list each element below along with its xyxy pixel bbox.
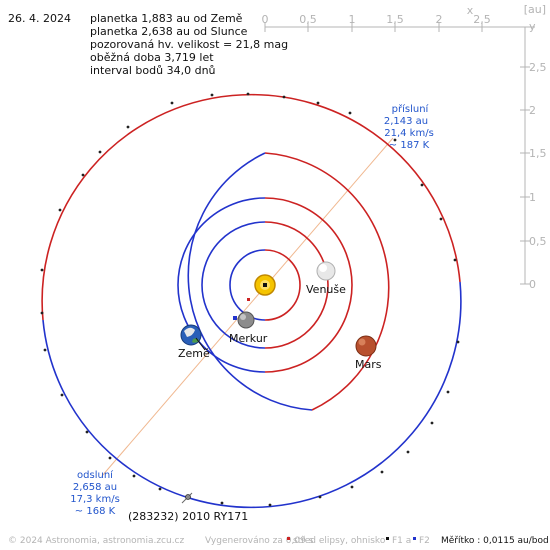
y-tick-label: 0 — [529, 278, 536, 291]
x-tick-label: 2 — [436, 13, 443, 26]
venus-label: Venuše — [306, 283, 346, 296]
mercury-label: Merkur — [229, 332, 268, 345]
y-tick-label: 0,5 — [529, 235, 547, 248]
date-label: 26. 4. 2024 — [8, 12, 71, 25]
copyright-text: © 2024 Astronomia, astronomia.zcu.cz — [8, 536, 185, 546]
info-line: interval bodů 34,0 dnů — [90, 64, 216, 77]
asteroid-orbit — [41, 93, 461, 321]
y-tick-label: 1,5 — [529, 147, 547, 160]
y-tick-label: 2 — [529, 104, 536, 117]
legend-f2-swatch — [413, 537, 416, 540]
mars-orbit — [264, 152, 390, 411]
perihelion-temperature: ~ 187 K — [389, 140, 430, 151]
y-axis-label: y — [529, 20, 536, 33]
legend-f2-label: F2 — [419, 536, 430, 546]
mercury-icon — [237, 311, 255, 329]
generated-time: Vygenerováno za 0,09 s — [205, 536, 314, 546]
x-tick-label: 1,5 — [386, 13, 404, 26]
info-line: planetka 2,638 au od Slunce — [90, 25, 248, 38]
ellipse-center-marker — [247, 298, 250, 301]
mercury-orbit — [264, 249, 301, 321]
sun-icon — [254, 274, 276, 296]
info-line: planetka 1,883 au od Země — [90, 12, 243, 25]
aphelion-label: odsluní — [77, 469, 114, 481]
y-axis — [520, 27, 530, 285]
legend-f1-label: F1 a — [392, 536, 411, 546]
earth-asteroid-link — [195, 337, 206, 351]
earth-label: Země — [178, 347, 210, 360]
venus-orbit-back — [201, 221, 266, 349]
unit-label: [au] — [524, 3, 546, 16]
earth-orbit — [264, 197, 353, 373]
venus-orbit — [264, 221, 329, 349]
x-axis-label: x — [467, 4, 474, 17]
aphelion-distance: 2,658 au — [73, 482, 117, 493]
aphelion-speed: 17,3 km/s — [70, 494, 120, 505]
asteroid-orbit-back — [42, 281, 462, 509]
legend-center-swatch — [287, 537, 290, 540]
legend-center-label: střed elipsy, ohnisko — [293, 536, 386, 546]
earth-orbit-back — [177, 197, 266, 373]
info-line: oběžná doba 3,719 let — [90, 51, 214, 64]
perihelion-label: přísluní — [392, 103, 430, 115]
perihelion-speed: 21,4 km/s — [384, 128, 434, 139]
y-tick-label: 1 — [529, 191, 536, 204]
focus-f2-marker — [233, 316, 237, 320]
y-tick-label: 2,5 — [529, 61, 547, 74]
scale-label: Měřítko : 0,0115 au/bod — [441, 536, 549, 546]
asteroid-name: (283232) 2010 RY171 — [128, 510, 248, 523]
venus-icon — [316, 261, 336, 281]
x-tick-label: 0 — [262, 13, 269, 26]
aphelion-temperature: ~ 168 K — [75, 506, 116, 517]
x-axis — [264, 22, 535, 32]
earth-icon — [180, 324, 202, 346]
planet-orbits — [41, 93, 462, 509]
perihelion-distance: 2,143 au — [384, 116, 428, 127]
legend-f1-swatch — [386, 537, 389, 540]
x-tick-label: 2,5 — [473, 13, 491, 26]
asteroid-icon — [181, 492, 193, 504]
mars-icon — [355, 335, 377, 357]
x-tick-label: 1 — [349, 13, 356, 26]
x-tick-label: 0,5 — [299, 13, 317, 26]
mars-label: Mars — [355, 358, 382, 371]
info-line: pozorovaná hv. velikost = 21,8 mag — [90, 38, 288, 51]
mars-orbit-back — [187, 152, 313, 411]
apsidal-line — [101, 137, 394, 477]
